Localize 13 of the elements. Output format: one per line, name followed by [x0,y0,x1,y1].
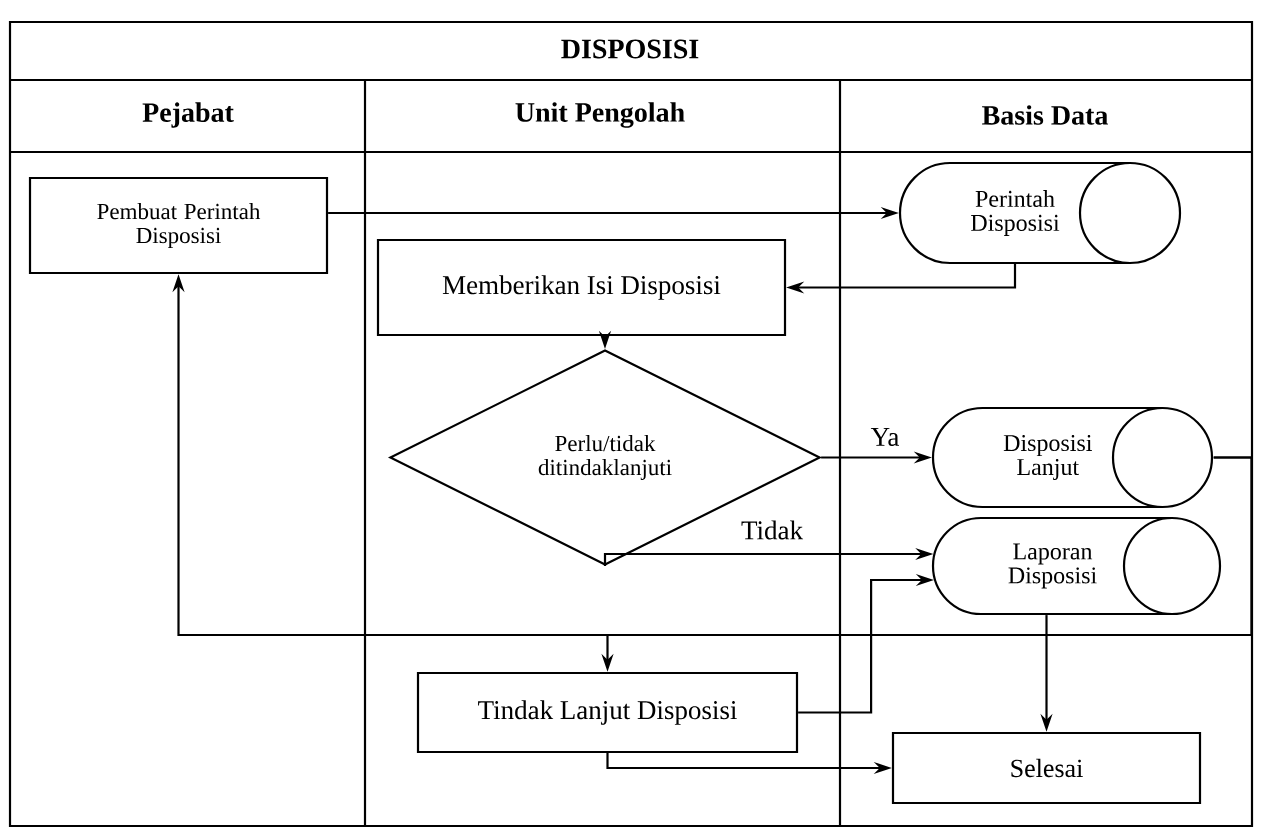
lane-header: Basis Data [982,105,1108,125]
title: DISPOSISI [561,39,699,59]
lane-header: Pejabat [142,102,234,128]
data-store: Perintah Disposisi [898,161,1182,265]
process-box: Memberikan Isi Disposisi [376,238,787,337]
process-box: Tindak Lanjut Disposisi [416,671,799,754]
process-box: Selesai [891,731,1202,805]
data-store: Disposisi Lanjut [931,406,1214,509]
lane-header: Unit Pengolah [515,102,685,128]
edge-label: Ya [868,426,902,448]
process-box: Pembuat Perintah Disposisi [28,176,329,275]
edge-label: Tidak [739,518,805,542]
data-store: Laporan Disposisi [931,516,1222,616]
